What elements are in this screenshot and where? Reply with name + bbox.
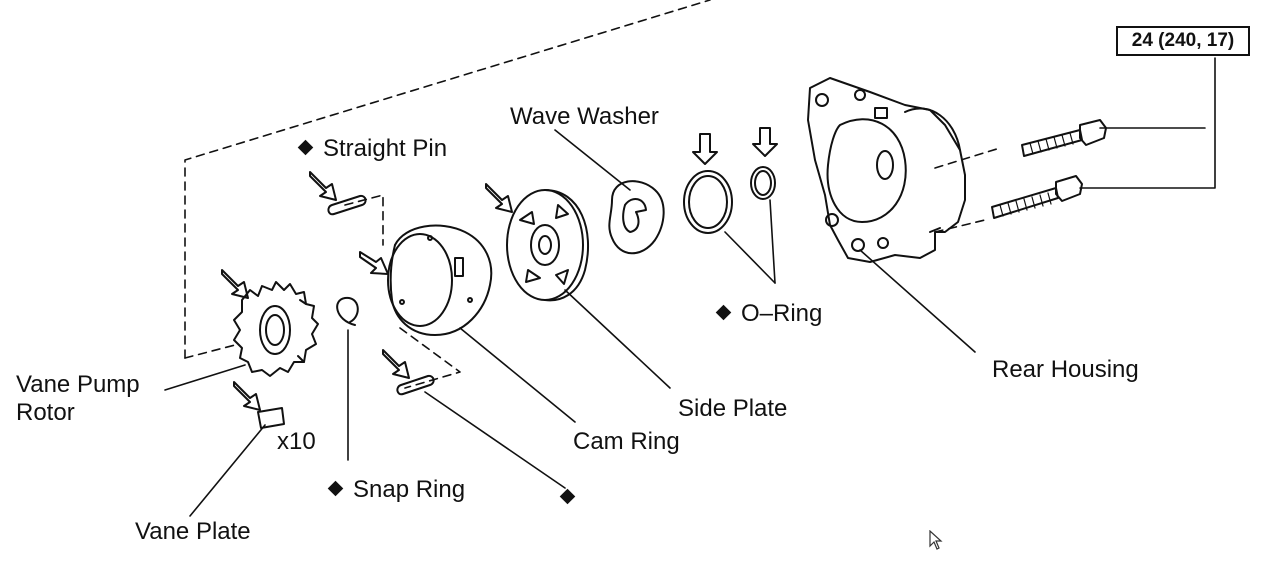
bolt-upper [1021, 119, 1107, 157]
o-ring-large [683, 170, 733, 234]
side-plate-label: Side Plate [678, 395, 788, 422]
vane-plate-quantity: x10 [277, 428, 316, 455]
arrow-icon [309, 171, 337, 201]
cursor-icon [929, 530, 943, 550]
arrow-icon [692, 133, 718, 165]
diamond-icon [327, 480, 344, 497]
snap-ring-label: Snap Ring [327, 476, 465, 504]
o-ring-small [750, 166, 776, 200]
diamond-icon [297, 139, 314, 156]
torque-spec-box: 24 (240, 17) [1116, 26, 1250, 56]
vane-pump-rotor [233, 281, 319, 377]
arrow-icons [221, 127, 778, 411]
rear-housing [807, 77, 966, 263]
straight-pin-lower [396, 374, 435, 396]
straight-pin-label: Straight Pin [297, 135, 447, 163]
arrow-icon [382, 349, 410, 379]
bolt-lower [991, 175, 1083, 219]
arrow-icon [233, 381, 261, 411]
arrow-icon [221, 269, 249, 299]
arrow-icon [359, 251, 389, 275]
wave-washer-label: Wave Washer [510, 103, 659, 130]
diamond-icon [559, 488, 576, 505]
cam-ring-label: Cam Ring [573, 428, 680, 455]
o-ring-label: O–Ring [715, 300, 822, 328]
vane-pump-rotor-label-line2: Rotor [16, 399, 75, 426]
leader-lines [164, 57, 1216, 517]
diamond-icon [715, 304, 732, 321]
rear-housing-label: Rear Housing [992, 356, 1139, 383]
straight-pin-upper [327, 194, 367, 216]
arrow-icon [752, 127, 778, 157]
arrow-icon [485, 183, 513, 213]
assembly-guide-lines [184, 0, 1001, 389]
cam-ring [387, 224, 493, 336]
vane-plate [257, 407, 285, 429]
snap-ring [336, 296, 359, 326]
vane-plate-label: Vane Plate [135, 518, 251, 545]
straight-pin-lower-marker [559, 484, 585, 512]
wave-washer [608, 180, 665, 255]
side-plate [506, 189, 590, 302]
vane-pump-rotor-label-line1: Vane Pump [16, 371, 140, 398]
